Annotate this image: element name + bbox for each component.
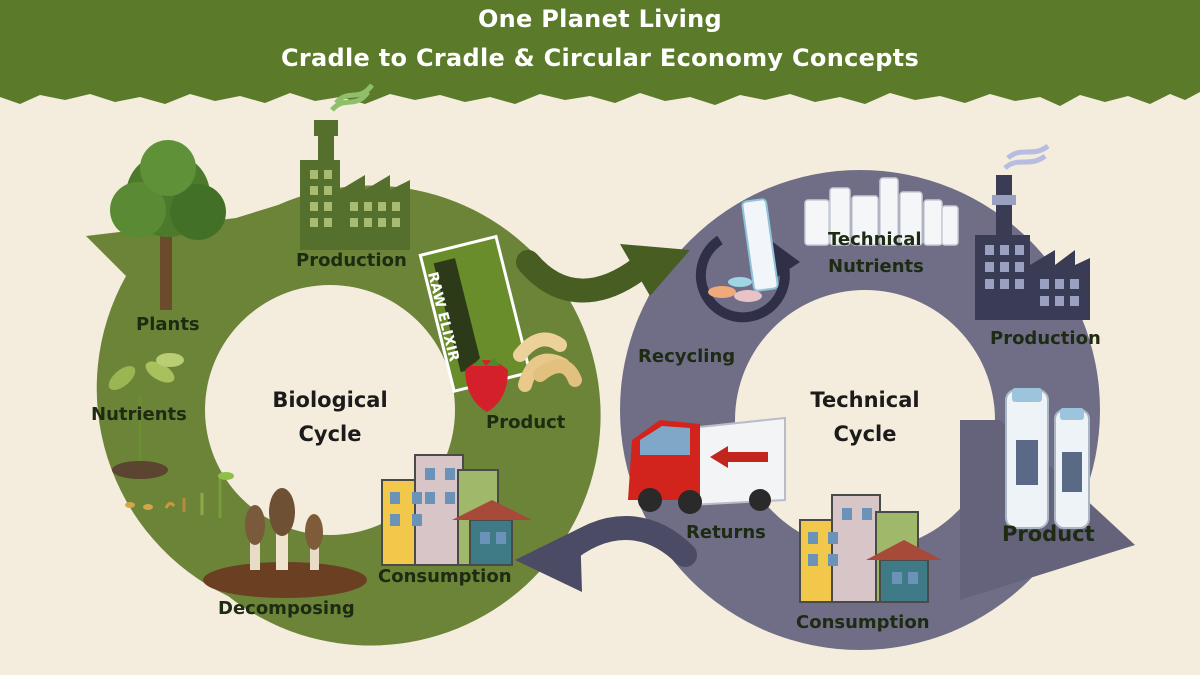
technical-cycle-title-line1: Technical (810, 388, 920, 412)
biological-cycle-title-line1: Biological (272, 388, 388, 412)
recycling-loop-icon (695, 198, 800, 323)
label-tech-production: Production (990, 328, 1101, 349)
label-recycling: Recycling (638, 346, 736, 367)
label-bio-product: Product (486, 412, 566, 433)
label-tech-consumption: Consumption (796, 612, 930, 633)
glass-jars-icon (804, 177, 959, 246)
label-technical-nutrients-line2: Nutrients (828, 256, 924, 277)
label-returns: Returns (686, 522, 766, 543)
technical-cycle-title-line2: Cycle (833, 422, 897, 446)
title-line-2: Cradle to Cradle & Circular Economy Conc… (280, 44, 920, 72)
factory-navy-icon (975, 143, 1090, 320)
houses-bio-icon (381, 454, 532, 566)
label-bio-consumption: Consumption (378, 566, 512, 587)
title-line-1: One Planet Living (477, 5, 723, 33)
return-arrow-tech-to-bio (515, 516, 697, 592)
transfer-arrow-bio-to-tech (516, 244, 690, 303)
label-technical-nutrients-line1: Technical (828, 229, 922, 250)
mushroom-mulch-icon (203, 488, 367, 598)
tree-icon (110, 140, 226, 310)
banner-shape (0, 0, 1200, 106)
label-nutrients: Nutrients (91, 404, 187, 425)
label-bio-production: Production (296, 250, 407, 271)
seedling-icon (108, 353, 184, 479)
label-decomposing: Decomposing (218, 598, 355, 619)
houses-tech-icon (799, 494, 942, 603)
strawberry-icon (465, 358, 508, 412)
technical-cycle-title: Technical Cycle (785, 383, 945, 451)
delivery-truck-icon (628, 416, 786, 514)
biological-cycle-title: Biological Cycle (250, 383, 410, 451)
biological-cycle-title-line2: Cycle (298, 422, 362, 446)
sprouting-seeds-icon (125, 472, 234, 518)
cashew-icon (513, 332, 582, 392)
label-tech-product: Product (1002, 522, 1095, 546)
factory-green-icon (300, 83, 410, 250)
header-banner: One Planet Living Cradle to Cradle & Cir… (0, 0, 1200, 120)
label-plants: Plants (136, 314, 200, 335)
water-bottles-icon (1005, 388, 1090, 529)
raw-elixir-package-icon: RAW ELIXIR (418, 234, 532, 394)
